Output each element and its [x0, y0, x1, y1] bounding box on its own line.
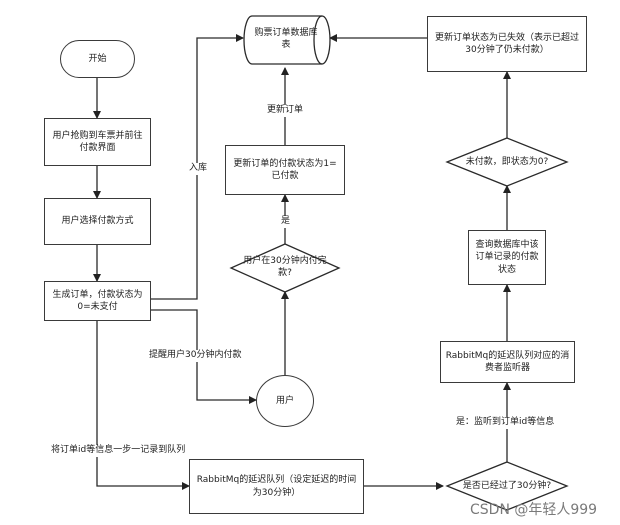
- edge-label-listen: 是：监听到订单id等信息: [455, 417, 556, 429]
- edge-label-insert: 入库: [188, 163, 209, 175]
- decision-paid-within-30: [229, 243, 341, 293]
- node-db-label: 购票订单数据库表: [254, 28, 318, 50]
- watermark: CSDN @年轻人999: [470, 502, 598, 518]
- node-query-db: 查询数据库中该订单记录的付款状态: [468, 230, 546, 285]
- node-user: 用户: [256, 375, 314, 427]
- node-paid-within-30-label: 用户在30分钟内付完款?: [243, 256, 327, 278]
- node-consumer: RabbitMq的延迟队列对应的消费者监听器: [440, 341, 575, 383]
- node-over-30-label: 是否已经过了30分钟?: [462, 481, 552, 492]
- node-unpaid-check-label: 未付款，即状态为0?: [465, 157, 549, 168]
- edge-create-to-queue: [96, 321, 190, 490]
- node-create-order: 生成订单，付款状态为0=未支付: [44, 281, 151, 321]
- node-delay-queue: RabbitMq的延迟队列（设定延迟的时间为30分钟）: [189, 459, 364, 514]
- node-grab-ticket: 用户抢购到车票并前往付款界面: [44, 118, 151, 166]
- edge-label-yes: 是: [280, 216, 292, 228]
- node-update-paid: 更新订单的付款状态为1=已付款: [225, 145, 345, 195]
- edge-label-update-order: 更新订单: [266, 105, 305, 117]
- database-cylinder: [243, 15, 331, 65]
- node-start: 开始: [60, 40, 135, 78]
- edge-label-push-queue: 将订单id等信息一步一记录到队列: [50, 445, 187, 457]
- edge-label-remind: 提醒用户30分钟内付款: [148, 350, 243, 362]
- decision-unpaid: [445, 137, 569, 187]
- node-update-invalid: 更新订单状态为已失效（表示已超过30分钟了仍未付款）: [427, 16, 587, 72]
- decision-over-30: [445, 461, 569, 511]
- node-choose-payment: 用户选择付款方式: [44, 198, 151, 245]
